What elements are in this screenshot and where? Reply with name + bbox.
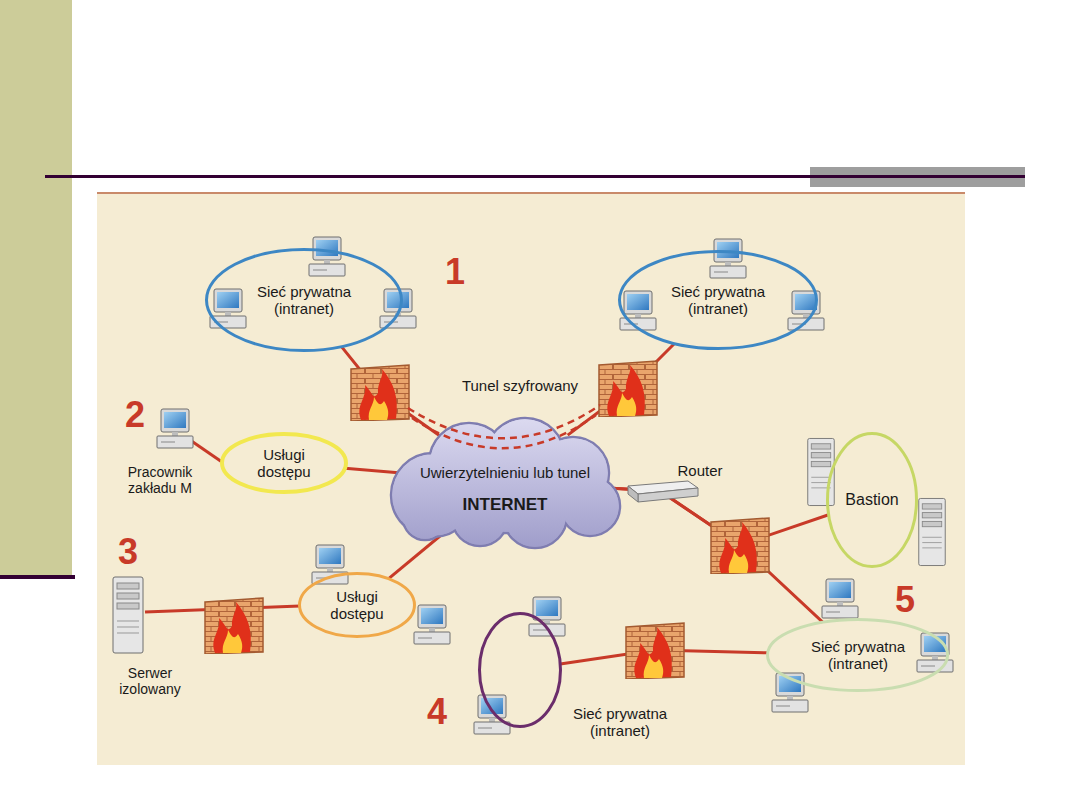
computer-icon — [157, 237, 953, 734]
network-ellipse: Sieć prywatna (intranet) — [766, 618, 949, 692]
ellipse-outline — [207, 250, 402, 351]
callout-number: 1 — [435, 251, 475, 292]
text-label: Pracownik zakładu M — [105, 464, 215, 496]
network-ellipse: Sieć prywatna (intranet) — [478, 612, 562, 728]
node-label: Usługi dostępu — [322, 588, 392, 623]
firewall-icon — [205, 361, 769, 679]
computer-icon — [474, 695, 510, 734]
callout-number: 2 — [115, 394, 155, 435]
link-line — [612, 488, 823, 622]
text-label: Router — [665, 462, 735, 479]
cloud-outline — [391, 418, 620, 548]
server-icon — [113, 438, 945, 653]
firewall-icon — [205, 598, 263, 654]
network-ellipse: Usługi dostępu — [220, 432, 348, 494]
side-bar — [0, 0, 72, 575]
node-label: Sieć prywatna (intranet) — [659, 283, 777, 318]
picture-edge — [97, 192, 965, 194]
network-ellipse: Bastion — [826, 432, 918, 568]
node-label: INTERNET — [463, 495, 548, 515]
ellipse-outline — [300, 574, 415, 637]
ellipse-outline — [480, 614, 561, 727]
cloud-shape: Uwierzytelnieniu lub tunelINTERNET — [385, 418, 625, 546]
side-rule — [0, 575, 75, 579]
computer-icon — [620, 291, 656, 330]
server-icon — [113, 577, 143, 653]
computer-icon — [157, 409, 193, 448]
network-ellipse: Usługi dostępu — [298, 572, 416, 638]
firewall-icon — [626, 623, 684, 679]
router-icon — [628, 486, 638, 502]
node-label: Sieć prywatna (intranet) — [560, 705, 680, 740]
ellipse-outline — [620, 252, 817, 349]
computer-icon — [788, 291, 824, 330]
callout-number: 5 — [885, 579, 925, 620]
node-label: Uwierzytelnieniu lub tunel — [420, 464, 590, 481]
ellipse-outline — [828, 434, 917, 567]
encrypted-tunnel — [408, 405, 600, 448]
network-ellipse: Sieć prywatna (intranet) — [618, 250, 818, 350]
firewall-icon — [711, 518, 769, 574]
callout-number: 3 — [108, 531, 148, 572]
ellipse-outline — [222, 434, 346, 492]
firewall-icon — [351, 365, 409, 421]
node-label: Usługi dostępu — [249, 446, 319, 481]
computer-icon — [309, 237, 345, 276]
firewall-icon — [599, 361, 657, 417]
computer-icon — [710, 239, 746, 278]
callout-number: 4 — [417, 691, 457, 732]
node-label: Sieć prywatna (intranet) — [799, 638, 917, 673]
router-icon — [638, 488, 698, 502]
cloud-outline — [385, 418, 625, 546]
text-label: Serwer izolowany — [100, 665, 200, 697]
link-line — [568, 344, 675, 436]
router-icon — [628, 481, 698, 502]
picture-ground — [97, 192, 965, 765]
title-rule — [45, 175, 1025, 178]
computer-icon — [822, 579, 858, 618]
node-label: Bastion — [845, 491, 898, 509]
ellipse-outline — [768, 620, 948, 691]
ellipse-outline — [478, 612, 562, 728]
link-line — [345, 468, 398, 473]
network-ellipse: Sieć prywatna (intranet) — [205, 248, 403, 352]
computer-icon — [414, 605, 450, 644]
text-label: Tunel szyfrowany — [455, 377, 585, 394]
node-label: Sieć prywatna (intranet) — [245, 283, 363, 318]
wire — [190, 440, 222, 462]
computer-icon — [380, 289, 416, 328]
link-line — [341, 347, 440, 436]
server-icon — [919, 498, 945, 565]
